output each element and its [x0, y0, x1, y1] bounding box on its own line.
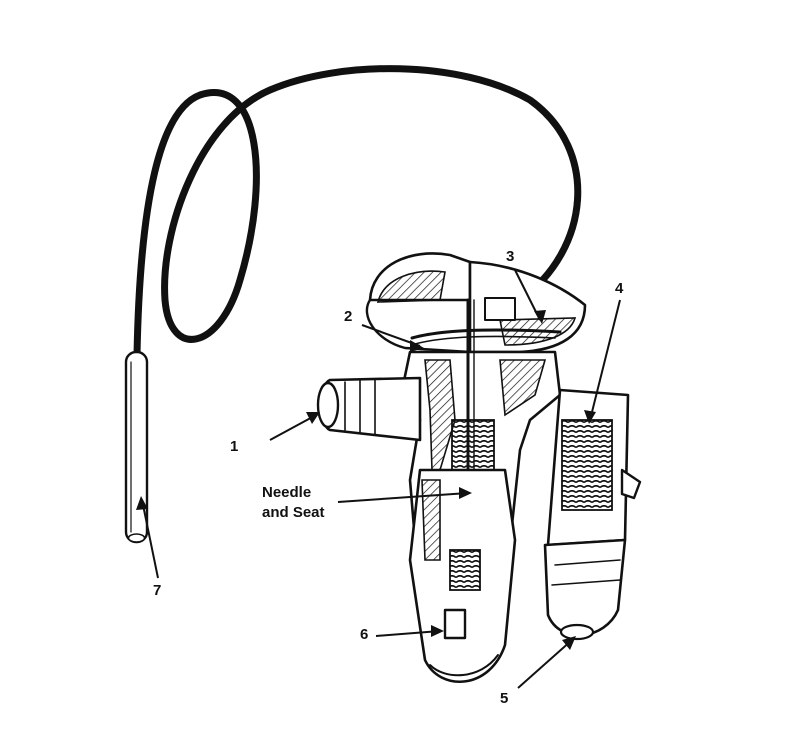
callout-4: [584, 299, 621, 424]
label-2: 2: [344, 308, 353, 325]
inlet-fitting: [316, 376, 422, 442]
spring-housing: [543, 388, 642, 641]
label-4: 4: [615, 280, 624, 297]
label-5: 5: [500, 690, 509, 707]
callout-1: [269, 412, 320, 441]
label-3: 3: [506, 248, 515, 265]
diaphragm: [410, 328, 562, 345]
adjuster-housing: [408, 468, 517, 683]
callout-3: [514, 269, 546, 324]
capillary-tube: [133, 65, 582, 359]
callout-2: [361, 324, 424, 352]
label-1: 1: [230, 438, 239, 455]
callout-7: [136, 496, 159, 579]
label-and-seat: and Seat: [262, 504, 325, 521]
callout-5: [517, 636, 576, 689]
callout-6: [375, 625, 444, 637]
sensing-bulb: [124, 350, 149, 544]
label-7: 7: [153, 582, 162, 599]
callout-needle-seat: [337, 487, 472, 503]
label-6: 6: [360, 626, 369, 643]
label-needle: Needle: [262, 484, 312, 501]
